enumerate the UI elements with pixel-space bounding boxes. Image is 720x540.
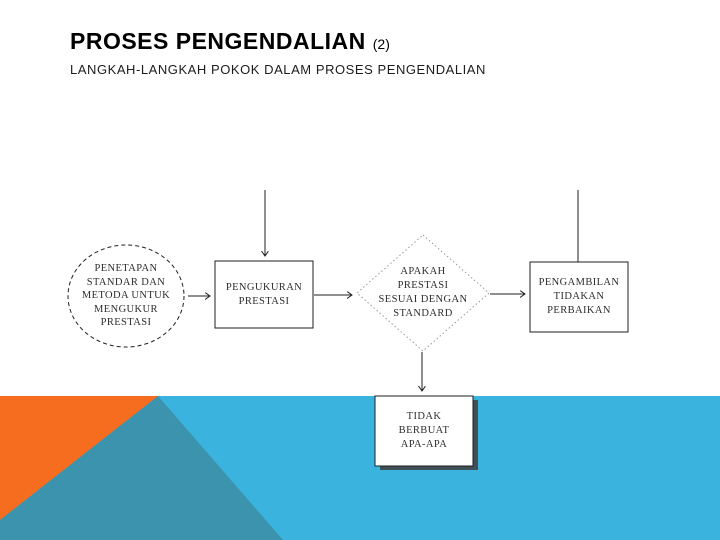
node-pengambilan-tindakan-shape <box>529 261 629 333</box>
node-apakah-prestasi-shape <box>356 234 490 352</box>
band-teal-triangle <box>0 396 283 540</box>
node-penetapan-standar-label: PENETAPAN STANDAR DAN METODA UNTUK MENGU… <box>81 263 171 329</box>
slide-title: PROSES PENGENDALIAN (2) <box>70 28 486 55</box>
slide-subtitle: LANGKAH-LANGKAH POKOK DALAM PROSES PENGE… <box>70 62 486 77</box>
node-apakah-prestasi-label: APAKAH PRESTASI SESUAI DENGAN STANDARD <box>378 266 468 319</box>
slide-title-number: (2) <box>372 36 390 52</box>
slide-header: PROSES PENGENDALIAN (2) LANGKAH-LANGKAH P… <box>70 28 486 77</box>
node-pengambilan-tindakan-label: PENGAMBILAN TIDAKAN PERBAIKAN <box>538 277 620 316</box>
node-pengukuran-prestasi-label: PENGUKURAN PRESTASI <box>225 281 303 307</box>
connectors <box>188 190 579 391</box>
node-penetapan-standar-shape <box>67 244 185 348</box>
node-tidak-berbuat-label: TIDAK BERBUAT APA-APA <box>398 411 450 450</box>
node-pengukuran-prestasi-shape <box>214 260 314 329</box>
slide-title-text: PROSES PENGENDALIAN <box>70 28 366 54</box>
node-tidak-berbuat-shape <box>374 395 474 467</box>
decorative-band <box>0 396 720 540</box>
